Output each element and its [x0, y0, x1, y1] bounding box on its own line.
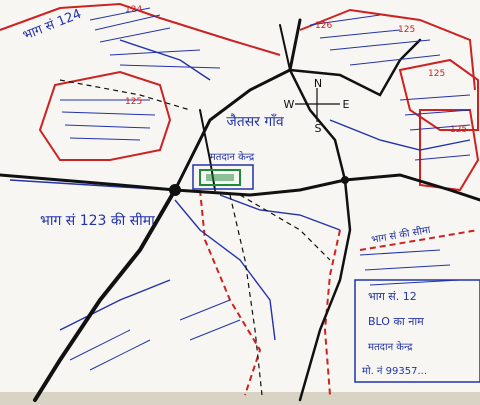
polling-station-fill [206, 174, 234, 181]
lane-north [119, 39, 211, 81]
info-box [354, 279, 480, 383]
road-west [0, 173, 177, 192]
house-scribbles [60, 7, 471, 371]
compass-west-label: W [284, 98, 295, 111]
house-number-label: 125 [450, 125, 467, 135]
scribble-right [399, 94, 471, 161]
lane-center [219, 194, 341, 231]
house-number-label: 124 [125, 5, 142, 15]
scribble-south [69, 299, 241, 371]
road-southwest [33, 188, 177, 402]
road-south-east [298, 178, 352, 402]
dashed-paths [59, 79, 331, 396]
lane-east [329, 119, 471, 151]
road-east [173, 178, 347, 197]
info-box-line1: भाग सं. 12 [368, 290, 417, 303]
scribble-top [89, 7, 221, 69]
info-box-line4: मो. नं 99357... [362, 365, 427, 377]
ward-label-left-center: भाग सं 123 की सीमा [40, 212, 155, 229]
ward-boundary-right-lower [419, 109, 480, 192]
house-number-label: 125 [428, 69, 445, 79]
polling-station-building [199, 169, 241, 186]
lane-south [174, 199, 276, 341]
polling-station-label: मतदान केन्द्र [210, 151, 255, 163]
roads [0, 18, 480, 402]
road-north [173, 18, 302, 192]
ward-boundary-left-block [38, 70, 172, 161]
house-number-label: 126 [315, 21, 332, 31]
ward-boundary-right-block [398, 58, 479, 131]
house-number-label: 125 [125, 97, 142, 107]
info-box-line3: मतदान केन्द्र [368, 341, 413, 353]
road-north-spur [279, 24, 291, 71]
ward-boundary-east-dashed [359, 229, 479, 251]
compass [295, 88, 340, 122]
ward-boundary-right-dashed [323, 229, 341, 396]
compass-north-label: N [314, 77, 322, 90]
ward-boundary-top-right [299, 8, 476, 91]
road-loop-east [288, 68, 347, 182]
junction-west [169, 184, 181, 196]
house-number-label: 125 [398, 25, 415, 35]
scribble-southeast [359, 249, 461, 286]
table-edge [0, 392, 480, 405]
road-northeast [288, 38, 422, 97]
village-name: जैतसर गाँव [226, 113, 284, 130]
lane-southwest [59, 279, 171, 331]
polling-station-outline [192, 164, 254, 190]
ward-boundary-top-left [0, 2, 281, 56]
scribble-top-right [309, 14, 441, 66]
dashed-path-south [229, 194, 263, 396]
compass-south-label: S [315, 122, 322, 135]
info-box-line2: BLO का नाम [368, 315, 424, 328]
dashed-path-northwest [59, 79, 191, 111]
road-east-outer [343, 173, 480, 202]
junction-east [341, 176, 349, 184]
compass-east-label: E [343, 98, 350, 111]
scribble-left [60, 99, 156, 141]
